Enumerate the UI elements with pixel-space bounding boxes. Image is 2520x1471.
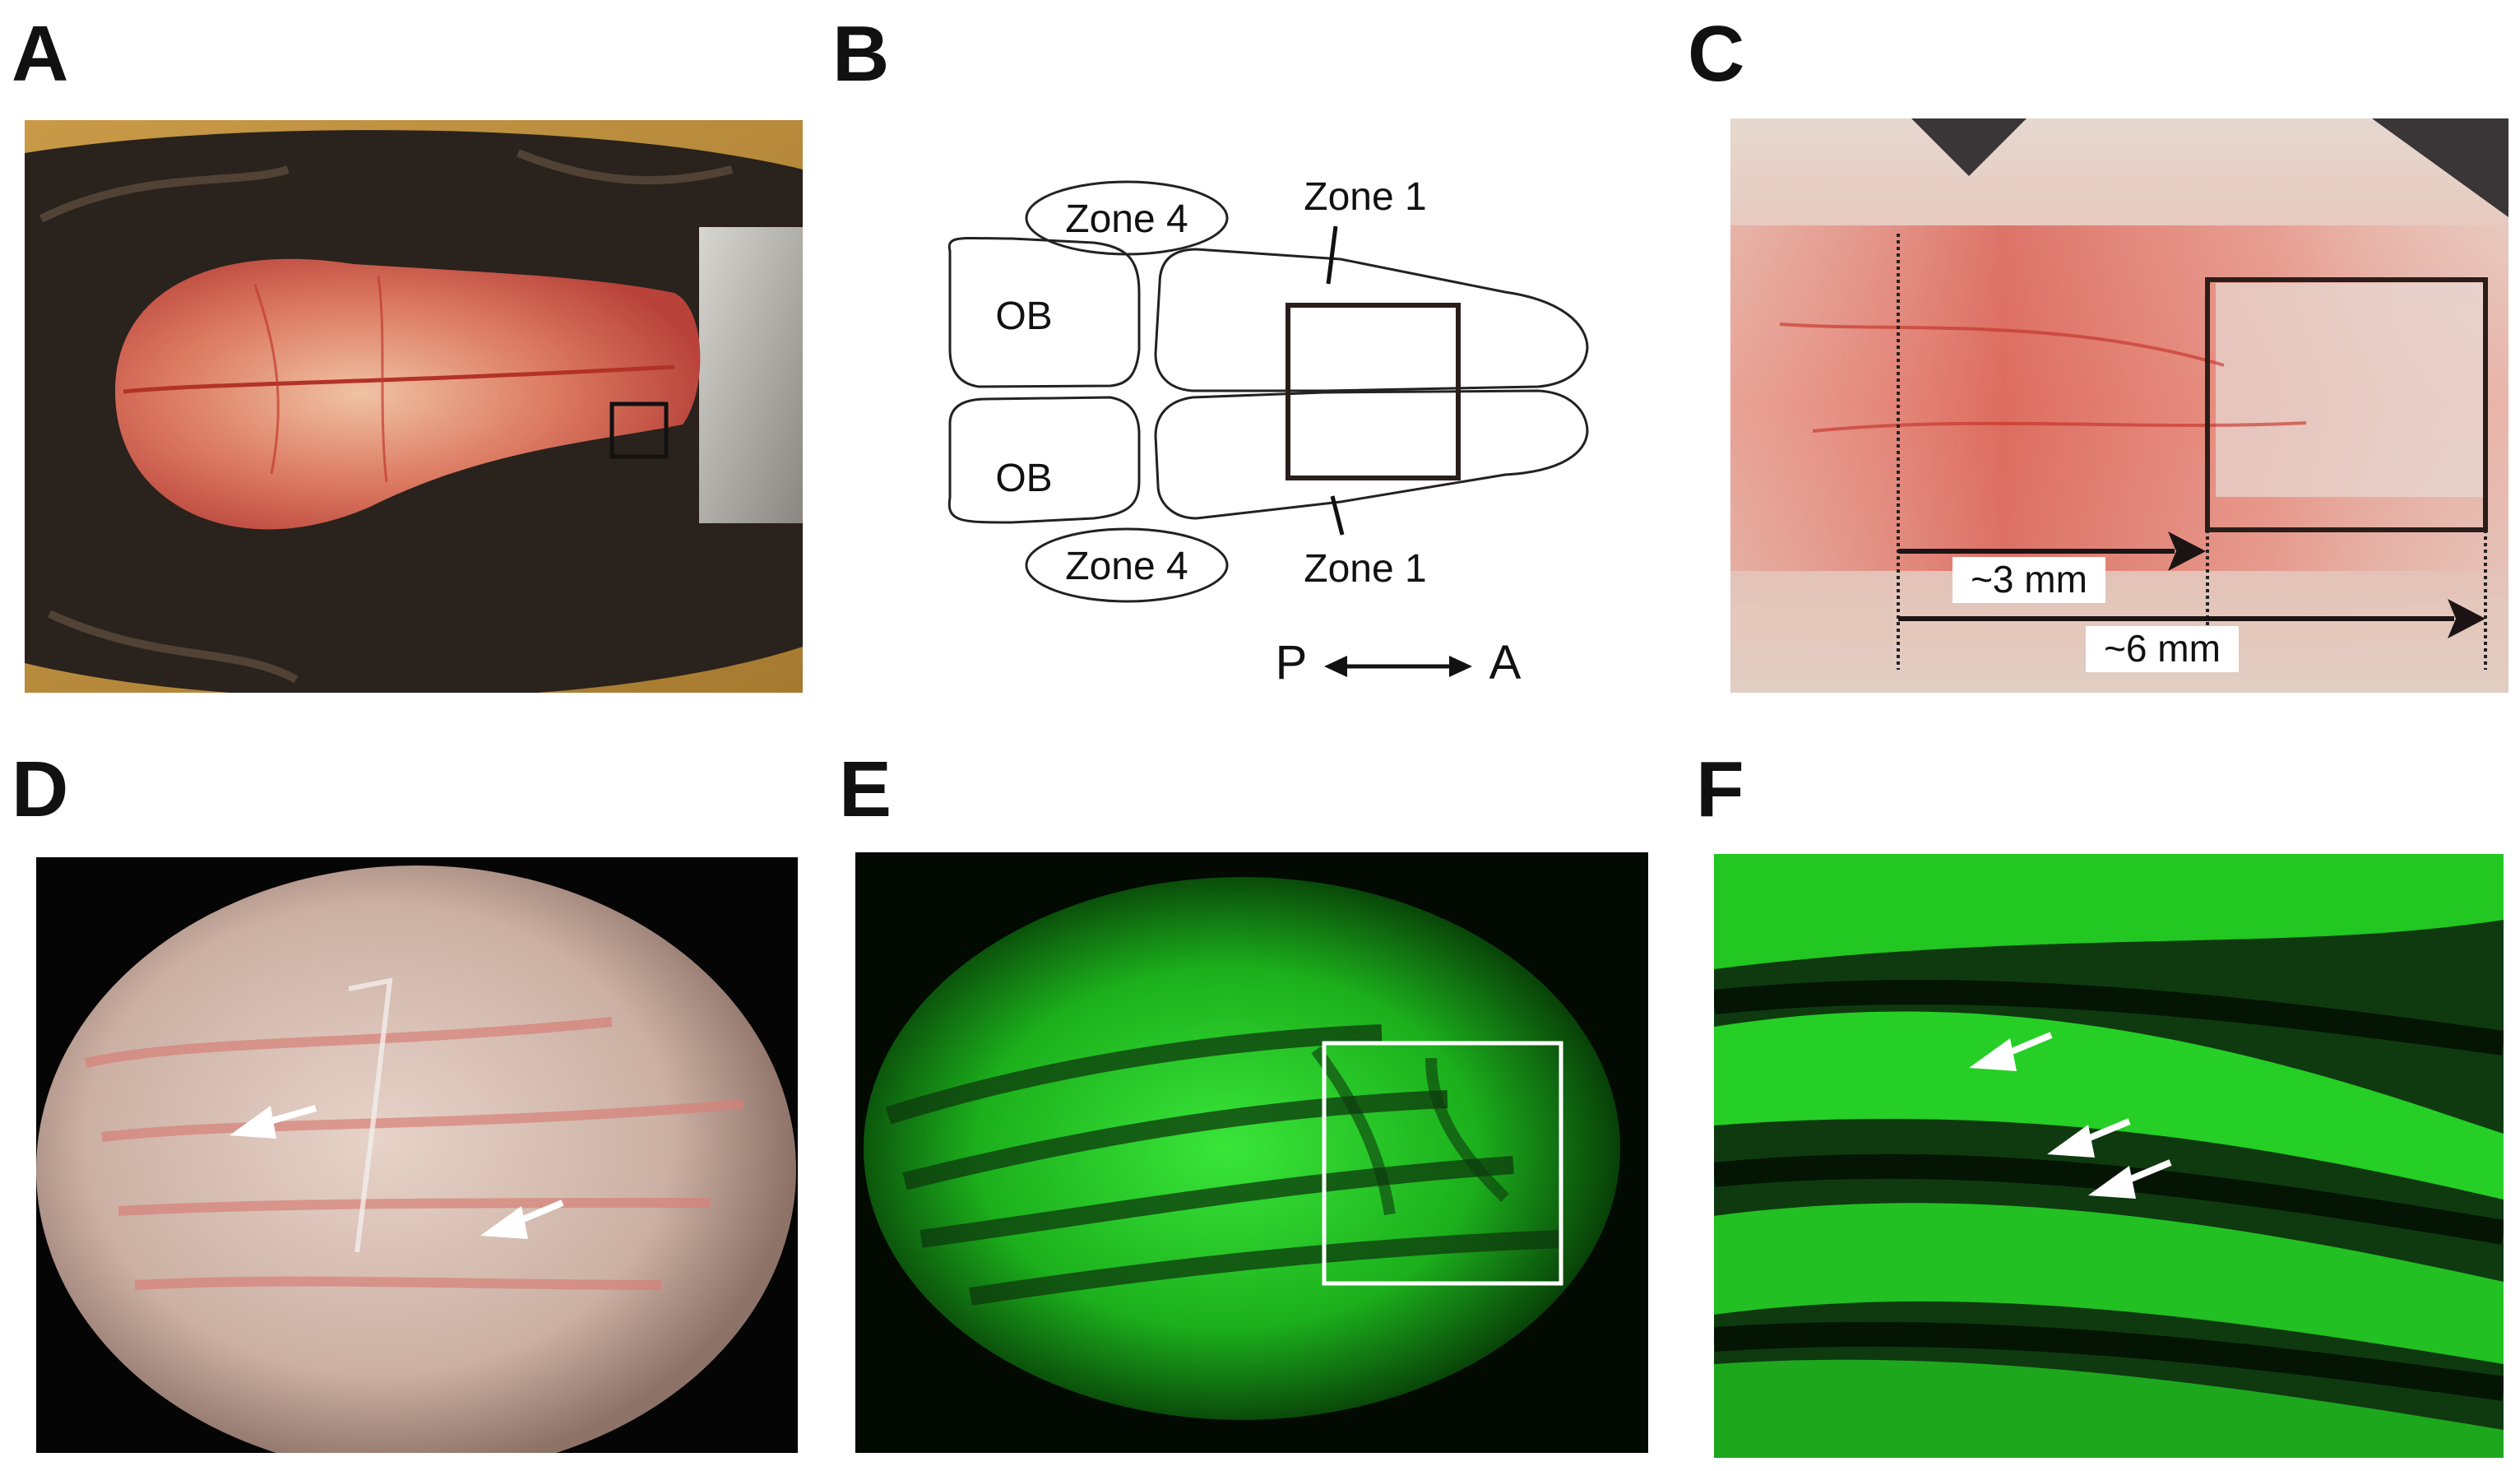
zoom-box-c — [2205, 277, 2488, 532]
scale-arrow-3mm — [1898, 531, 2206, 571]
arrow-marker-icon — [229, 1105, 317, 1139]
magnified-fluorescence-image — [1714, 854, 2504, 1458]
arrow-marker-icon — [2047, 1118, 2131, 1158]
panel-letter-a: A — [12, 10, 69, 98]
bulb-bottom-outline — [1154, 389, 1589, 520]
zone1-top-leader — [1326, 225, 1338, 285]
axis-posterior-label: P — [1276, 636, 1308, 689]
green-fluorescence-image — [855, 852, 1648, 1453]
scale-label-3mm: ~3 mm — [1971, 558, 2087, 601]
bulb-exposure-image: ~3 mm ~6 mm — [1730, 118, 2508, 693]
zone4-bottom-label: Zone 4 — [1065, 545, 1188, 588]
arrow-marker-icon — [2088, 1159, 2172, 1199]
zone4-top-label: Zone 4 — [1065, 197, 1188, 241]
scale-arrow-6mm — [1898, 599, 2485, 638]
zone1-bottom-label: Zone 1 — [1304, 547, 1426, 591]
ob-bottom-label: OB — [995, 457, 1052, 500]
panel-d-photo — [36, 857, 798, 1453]
ob-top-outline — [947, 236, 1141, 388]
panel-f-fluorescence — [1714, 854, 2504, 1458]
panel-a-photo — [25, 120, 803, 693]
panel-e-fluorescence — [855, 852, 1648, 1453]
scale-label-6mm: ~6 mm — [2104, 627, 2221, 670]
zoom-box-a — [609, 401, 669, 459]
mouse-head-exposure-image — [25, 120, 803, 693]
label-bg-3mm — [1953, 557, 2105, 603]
zone1-bottom-leader — [1330, 495, 1345, 536]
double-arrow-icon — [1324, 656, 1472, 677]
arrow-marker-icon — [1969, 1032, 2053, 1071]
ob-bottom-outline — [947, 396, 1141, 524]
zone4-bottom-ellipse — [1025, 527, 1229, 603]
circular-field-image — [36, 857, 798, 1453]
ob-top-label: OB — [995, 295, 1052, 338]
panel-letter-f: F — [1696, 745, 1744, 833]
panel-b-schematic: Zone 4 Zone 4 OB OB Zone 1 Zone 1 P A — [913, 169, 1612, 712]
label-bg-6mm — [2086, 626, 2239, 672]
zone1-top-label: Zone 1 — [1304, 175, 1426, 219]
panel-letter-c: C — [1688, 10, 1745, 98]
olfactory-zone-diagram: Zone 4 Zone 4 OB OB Zone 1 Zone 1 P A — [947, 175, 1589, 689]
axis-anterior-label: A — [1489, 636, 1522, 689]
zone1-box — [1285, 303, 1461, 480]
zoom-box-e — [1322, 1041, 1563, 1286]
bulb-top-outline — [1154, 248, 1589, 392]
arrow-marker-icon — [480, 1200, 564, 1239]
panel-letter-d: D — [12, 745, 69, 833]
panel-letter-e: E — [839, 745, 892, 833]
panel-c-photo: ~3 mm ~6 mm — [1730, 118, 2508, 693]
panel-letter-b: B — [832, 10, 890, 98]
